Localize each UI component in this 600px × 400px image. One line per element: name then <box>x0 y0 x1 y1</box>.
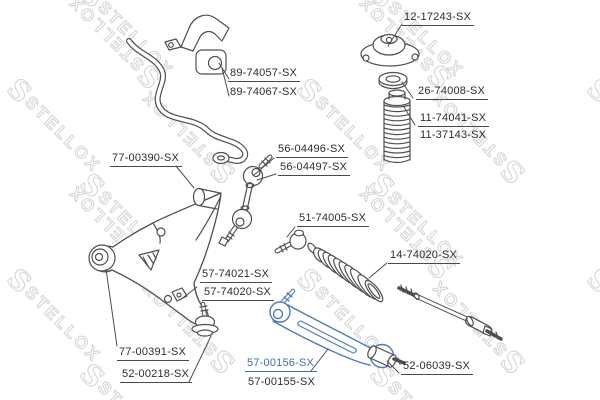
part-link-bushing <box>367 345 406 368</box>
part-number-label: 57-74021-SX <box>200 268 273 283</box>
part-number-label: 11-37143-SX <box>420 129 487 141</box>
part-strut-mount <box>360 33 420 67</box>
part-number-label: 12-17243-SX <box>402 11 475 26</box>
part-number-label: 57-74020-SX <box>202 286 275 301</box>
part-inner-tie-rod <box>397 284 503 341</box>
part-number-label: 52-00218-SX <box>120 368 193 383</box>
part-number-label: 14-74020-SX <box>388 249 461 264</box>
part-number-label: 56-04496-SX <box>276 143 349 158</box>
part-number-label: 51-74005-SX <box>297 212 370 227</box>
part-number-label: 57-00155-SX <box>248 376 316 388</box>
part-dust-boot <box>383 89 411 164</box>
part-stabilizer-link <box>218 154 273 247</box>
part-control-arm <box>88 187 222 326</box>
part-number-label: 89-74057-SX <box>228 67 301 82</box>
part-number-label: 77-00390-SX <box>110 152 183 167</box>
part-number-label: 11-74041-SX <box>418 112 490 127</box>
part-strut-bearing <box>378 71 408 90</box>
part-number-link[interactable]: 57-00156-SX <box>245 357 318 372</box>
part-ball-joint <box>191 301 219 337</box>
part-number-label: 26-74008-SX <box>416 85 489 100</box>
part-number-label: 56-04497-SX <box>278 161 351 176</box>
part-number-label: 52-06039-SX <box>401 360 474 375</box>
part-tie-rod-end <box>274 229 307 254</box>
part-stabilizer-bushing <box>195 49 227 75</box>
part-number-label: 89-74067-SX <box>230 86 298 98</box>
part-stabilizer-bar <box>126 38 249 165</box>
part-steering-boot <box>307 242 384 303</box>
part-stabilizer-bracket <box>164 14 230 52</box>
leader-lines <box>105 23 416 383</box>
part-number-label: 77-00391-SX <box>117 346 190 361</box>
